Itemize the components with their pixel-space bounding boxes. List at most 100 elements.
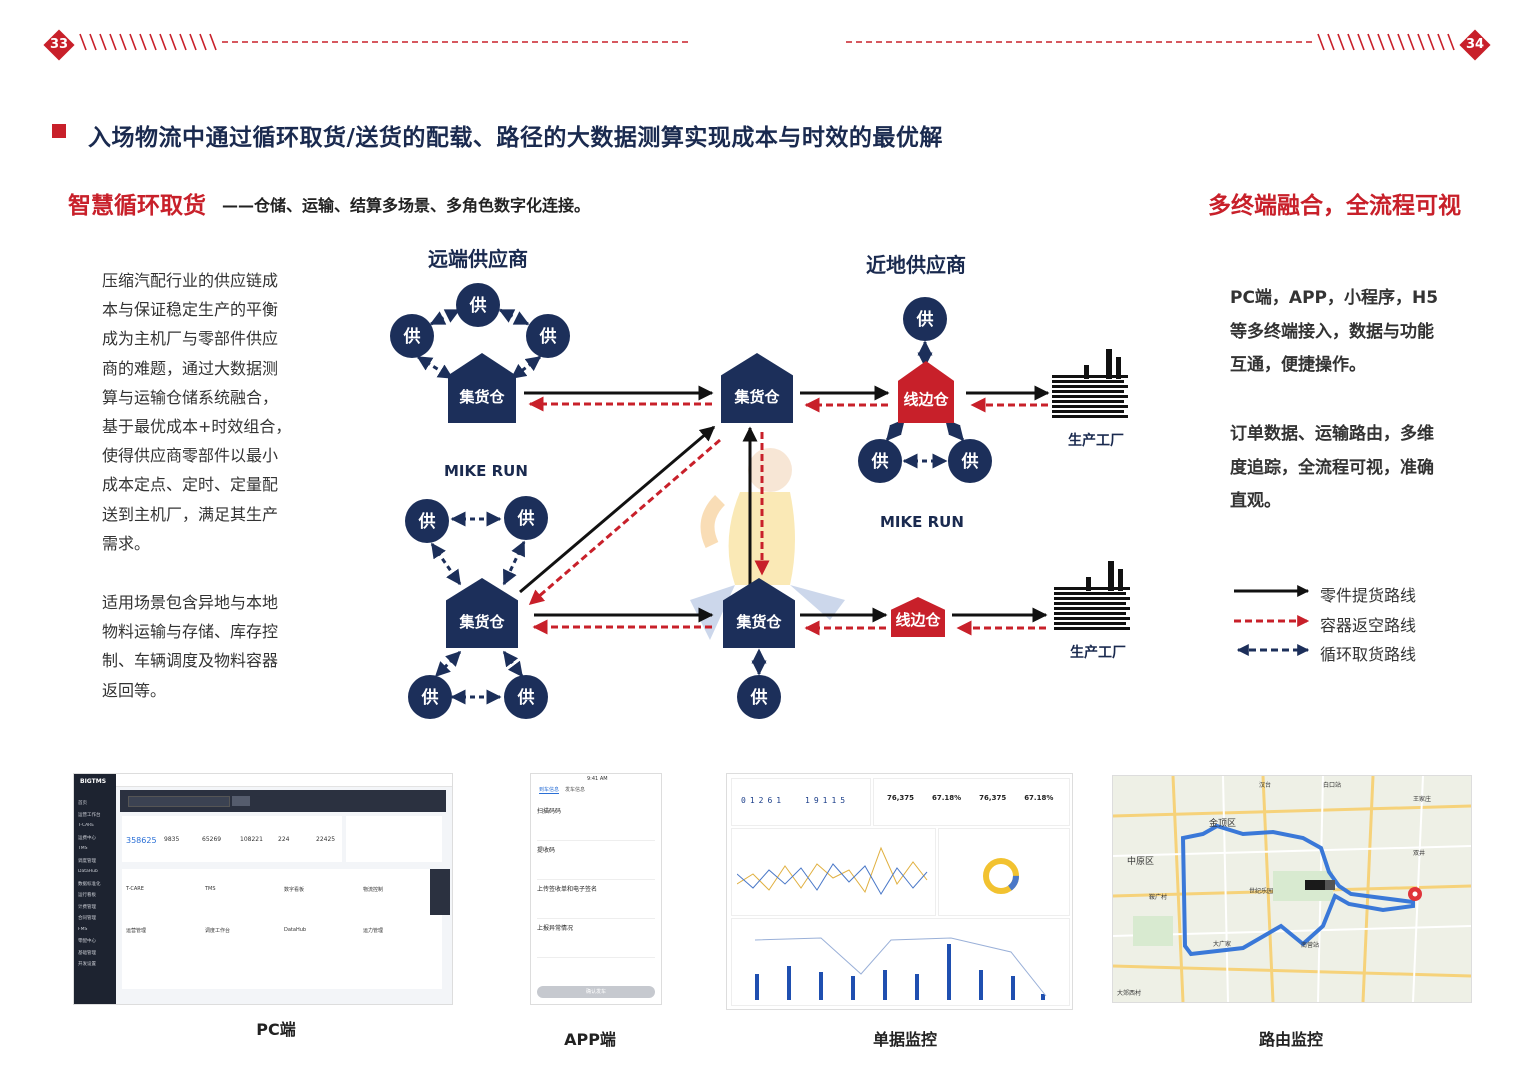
pc-sidebar-item[interactable]: 合同管理 <box>78 916 96 921</box>
pc-card-title[interactable]: TMS <box>205 886 216 892</box>
doc-line-chart <box>737 846 928 895</box>
factory-bottom: 生产工厂 <box>1054 561 1130 661</box>
paragraph-line: 成为主机厂与零部件供应 <box>102 329 279 349</box>
app-tab[interactable]: 发车信息 <box>565 787 586 793</box>
paragraph-line: 制、车辆调度及物料容器 <box>102 651 279 671</box>
supplier-label: 供 <box>403 326 421 347</box>
pc-card-title[interactable]: 物流控制 <box>363 887 384 893</box>
supplier-label: 供 <box>517 508 535 529</box>
page-number-right: 34 <box>1465 37 1485 52</box>
supplier-node: 供 <box>456 283 500 327</box>
loop-line <box>510 355 542 380</box>
hub-remote-bottom-label: 集货仓 <box>458 613 505 631</box>
pc-sidebar-item[interactable]: 开发设置 <box>78 962 96 967</box>
legend-label-return: 容器返空路线 <box>1320 616 1417 635</box>
pc-sidebar-item[interactable]: 调度管理 <box>78 858 96 864</box>
app-status-time: 9:41 AM <box>587 776 608 782</box>
app-screenshot: 9:41 AM 到车信息发车信息 扫描码码提收码上传签收单和电子签名上报异常情况… <box>530 773 662 1005</box>
pc-card-title[interactable]: 运力管理 <box>363 928 384 934</box>
supplier-label: 供 <box>916 309 934 330</box>
doc-counter-1: 01261 <box>741 796 786 805</box>
loop-line <box>416 355 454 380</box>
caption-app: APP端 <box>564 1030 616 1049</box>
loop-line <box>885 418 906 442</box>
app-row[interactable]: 扫描码码 <box>537 802 655 841</box>
legend-label-pickup: 零件提货路线 <box>1320 586 1417 605</box>
pc-card-title[interactable]: DataHub <box>284 927 307 933</box>
pc-card-title[interactable]: 数字看板 <box>284 887 305 893</box>
supplier-node: 供 <box>504 675 548 719</box>
pc-side-panel <box>346 816 442 862</box>
subtitle-description: ——仓储、运输、结算多场景、多角色数字化连接。 <box>222 196 591 215</box>
milk-run-label-2: MIKE RUN <box>880 513 964 531</box>
pc-card-title[interactable]: 运营管理 <box>126 928 147 934</box>
supplier-label: 供 <box>517 687 535 708</box>
app-tab[interactable]: 到车信息 <box>539 787 560 794</box>
hub-central-top-label: 集货仓 <box>733 388 780 406</box>
pc-sidebar <box>74 774 116 1004</box>
caption-doc: 单据监控 <box>872 1030 937 1049</box>
pc-search-input[interactable] <box>128 796 230 807</box>
paragraph-line: 本与保证稳定生产的平衡 <box>102 300 279 320</box>
pc-sidebar-item[interactable]: TMS <box>78 846 88 851</box>
map-place-label: 金顶区 <box>1209 819 1237 829</box>
pc-card-title[interactable]: T-CARE <box>126 886 144 892</box>
factory-top: 生产工厂 <box>1052 349 1128 449</box>
doc-bar-chart-panel <box>731 918 1070 1006</box>
pc-sidebar-item[interactable]: 运费中心 <box>78 835 96 841</box>
app-confirm-button[interactable]: 确认发车 <box>537 986 655 998</box>
pc-sidebar-item[interactable]: DataHub <box>78 869 98 874</box>
pc-sidebar-item[interactable]: 运行看板 <box>78 893 96 898</box>
paragraph-line: 互通，便捷操作。 <box>1230 355 1366 375</box>
doc-donut-panel <box>938 828 1070 916</box>
route-map <box>1113 776 1471 1002</box>
supplier-node: 供 <box>858 439 902 483</box>
app-row[interactable]: 上报异常情况 <box>537 919 655 958</box>
route-map-screenshot: 金顶区中原区世纪乐园南营站大郊西村汉台大广家白口站鞍广村王家庄双井 <box>1112 775 1472 1003</box>
pc-sidebar-item[interactable]: 计费管理 <box>78 904 96 910</box>
doc-counter-2: 19115 <box>805 796 850 805</box>
hub-remote-bottom: 集货仓 <box>446 578 518 648</box>
supplier-node: 供 <box>504 496 548 540</box>
supplier-label: 供 <box>418 511 436 532</box>
pc-sidebar-item[interactable]: 数据标准化 <box>78 881 101 887</box>
pc-sidebar-item[interactable]: 运营工作台 <box>78 812 101 818</box>
right-paragraph-2: 订单数据、运输路由，多维度追踪，全流程可视，准确直观。 <box>1230 418 1470 519</box>
line-warehouse-bottom: 线边仓 <box>891 597 945 637</box>
supplier-label: 供 <box>469 295 487 316</box>
pc-sidebar-item[interactable]: T-CARE <box>78 823 95 828</box>
caption-pc: PC端 <box>256 1020 296 1039</box>
paragraph-line: 需求。 <box>102 533 151 553</box>
map-place-label: 中原区 <box>1127 857 1155 867</box>
left-paragraph-1: 压缩汽配行业的供应链成本与保证稳定生产的平衡成为主机厂与零部件供应商的难题，通过… <box>102 266 302 558</box>
doc-bar-chart <box>754 937 1047 1000</box>
pc-stat-value: 224 <box>278 836 290 843</box>
map-place-label: 大广家 <box>1213 941 1232 948</box>
pc-stat-value: 358625 <box>126 836 157 845</box>
app-row[interactable]: 提收码 <box>537 841 655 880</box>
pc-float-buttons[interactable] <box>430 869 450 915</box>
doc-counter-panel <box>731 778 871 826</box>
pc-sidebar-item[interactable]: 零配中心 <box>78 939 96 944</box>
supplier-label: 供 <box>750 687 768 708</box>
pc-sidebar-item[interactable]: FMS <box>78 926 88 932</box>
pc-cards-panel <box>122 869 442 989</box>
pc-card-title[interactable]: 调度工作台 <box>205 928 231 934</box>
pc-stat-value: 108221 <box>240 836 263 843</box>
supplier-node: 供 <box>737 675 781 719</box>
pc-brand: BIGTMS <box>80 778 107 785</box>
pc-sidebar-item[interactable]: 基础管理 <box>78 950 96 956</box>
app-row[interactable]: 上传签收单和电子签名 <box>537 880 655 919</box>
pc-search-button[interactable] <box>232 796 250 806</box>
doc-kpi-value: 67.18% <box>932 794 962 802</box>
loop-line <box>429 308 461 326</box>
page-number-left: 33 <box>49 37 69 52</box>
legend-lines <box>1234 585 1310 656</box>
paragraph-line: 订单数据、运输路由，多维 <box>1230 424 1434 444</box>
supplier-node: 供 <box>405 499 449 543</box>
pc-sidebar-item[interactable]: 首页 <box>78 801 87 806</box>
supplier-node: 供 <box>408 675 452 719</box>
